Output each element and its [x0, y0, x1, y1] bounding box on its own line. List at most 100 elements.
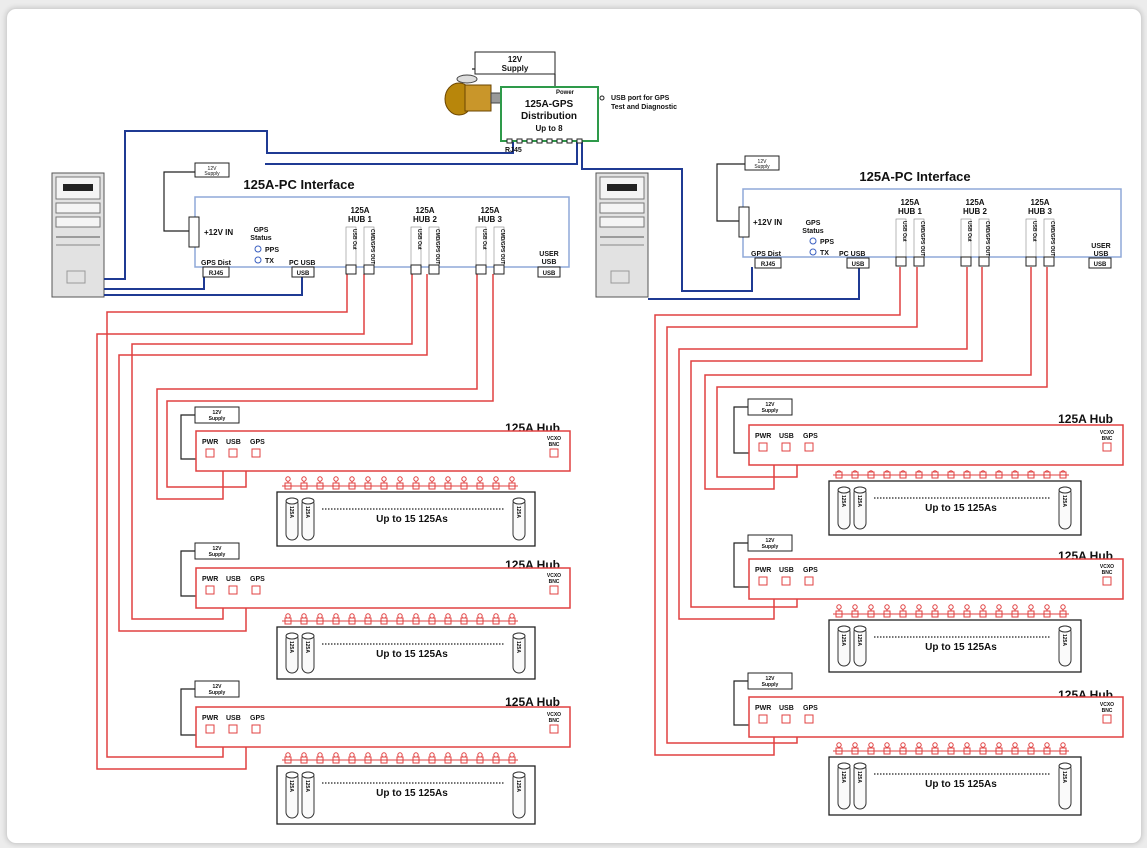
hub-vcxo-port: [549, 724, 559, 734]
hub-output-pin: [980, 604, 986, 610]
diagram-frame: 12V Supply Power 125A-GPS Distribution U…: [6, 8, 1142, 844]
cylinder-label: 125A: [840, 634, 846, 646]
hub-output-pin: [1044, 604, 1050, 610]
right-if-pc-usb: PC USB: [839, 251, 865, 258]
right-if-user-usb-1: USER: [1091, 243, 1110, 250]
iface-port-connector: [978, 256, 990, 267]
hub-vcxo-label: BNC: [1102, 708, 1113, 714]
iface-port-label: USB Out: [966, 221, 972, 242]
hub-port: [251, 448, 261, 458]
cylinder-125a: [285, 771, 299, 819]
pc-interface-left: 12V Supply 125A-PC Interface +12V IN GPS…: [188, 162, 570, 278]
gps-supply-label-1: 12V: [508, 55, 523, 64]
hub-output-pin: [884, 604, 890, 610]
hub-pwr-label: PWR: [202, 576, 218, 583]
gps-dist-title-1: 125A-GPS: [525, 99, 574, 110]
right-if-supply-1: 12V: [758, 159, 768, 165]
hub-gps-label: GPS: [803, 567, 818, 574]
hub-output-pin: [461, 476, 467, 482]
hub-pwr-label: PWR: [755, 567, 771, 574]
hub-cable: [690, 267, 983, 608]
cylinder-top: [512, 632, 526, 640]
cylinder-label: 125A: [840, 771, 846, 783]
iface-port-label: CMD/GPS OUT: [919, 221, 925, 256]
left-if-supply-1: 12V: [208, 166, 218, 172]
hub-output-pin: [1044, 742, 1050, 748]
hub-port: [251, 585, 261, 595]
iface-hub-label: HUB 1: [348, 215, 373, 224]
hub-vcxo-label: BNC: [549, 718, 560, 724]
iface-port-connector: [895, 256, 907, 267]
right-if-tx: TX: [820, 250, 829, 257]
iface-port-label: CMD/GPS OUT: [369, 229, 375, 264]
gps-dist-subtitle: Up to 8: [535, 124, 563, 133]
cylinder-label: 125A: [515, 641, 521, 653]
hub-supply-label: Supply: [762, 544, 779, 550]
hub-output-pin: [836, 742, 842, 748]
cylinder-label: 125A: [288, 780, 294, 792]
hub-output-pin: [493, 476, 499, 482]
hub-cable: [118, 274, 428, 632]
hub-vcxo-port: [1102, 714, 1112, 724]
hub-port: [228, 724, 238, 734]
hub-vcxo-label: BNC: [549, 579, 560, 585]
iface-port-label: CMD/GPS OUT: [1049, 221, 1055, 256]
hub-vcxo-label: VCXO: [547, 573, 561, 579]
cylinder-125a: [301, 771, 315, 819]
cylinder-label: 125A: [1061, 771, 1067, 783]
hub-port: [228, 448, 238, 458]
hub-output-pin: [868, 742, 874, 748]
hub-output-pin: [1028, 742, 1034, 748]
right-if-user-usb-2: USB: [1094, 251, 1109, 258]
hub-cable: [666, 267, 918, 744]
hub-port: [228, 585, 238, 595]
hub-cable: [678, 267, 968, 620]
gps-distribution-box: [500, 86, 599, 142]
gps-usb-note-2: Test and Diagnostic: [611, 104, 677, 111]
hub-gps-label: GPS: [250, 576, 265, 583]
hub-vcxo-label: VCXO: [1100, 430, 1114, 436]
hub-output-pin: [916, 742, 922, 748]
hub-vcxo-port: [549, 448, 559, 458]
cylinder-top: [301, 497, 315, 505]
iface-port-connector: [363, 264, 375, 275]
hub-usb-label: USB: [779, 433, 794, 440]
iface-hub-label: HUB 3: [478, 215, 503, 224]
computer-left: [51, 172, 105, 298]
iface-port-label: USB Out: [416, 229, 422, 250]
left-if-pps: PPS: [265, 247, 279, 254]
cylinder-top: [837, 625, 851, 633]
tray-box: [276, 626, 536, 680]
iface-port-connector: [410, 264, 422, 275]
hub-cable: [106, 274, 348, 758]
iface-hub-label: HUB 3: [1028, 207, 1053, 216]
hub-output-pin: [996, 604, 1002, 610]
left-if-usb: USB: [297, 271, 310, 277]
iface-port-connector: [475, 264, 487, 275]
right-if-rj45: RJ45: [761, 262, 776, 268]
hub-port: [804, 714, 814, 724]
tray-label: Up to 15 125As: [376, 788, 448, 799]
iface-port-label: USB Out: [901, 221, 907, 242]
left-interface-title: 125A-PC Interface: [243, 177, 354, 192]
cylinder-label: 125A: [515, 506, 521, 518]
hub-output-pin: [333, 476, 339, 482]
hub-output-pin: [477, 476, 483, 482]
hub-output-pin: [884, 742, 890, 748]
hub-vcxo-label: VCXO: [1100, 702, 1114, 708]
hub-output-pin: [301, 476, 307, 482]
hub-supply-label: 12V: [766, 676, 776, 682]
gps-rj45-label: RJ45: [505, 147, 522, 154]
hub-output-pin: [996, 742, 1002, 748]
right-if-pps: PPS: [820, 239, 834, 246]
tray-box: [828, 619, 1082, 673]
hub-output-pin: [445, 476, 451, 482]
hub-output-pin: [1012, 742, 1018, 748]
right-interface-title: 125A-PC Interface: [859, 169, 970, 184]
right-if-supply-2: Supply: [754, 164, 770, 170]
cylinder-top: [853, 762, 867, 770]
right-if-in-label: +12V IN: [753, 218, 782, 227]
tray-label: Up to 15 125As: [925, 779, 997, 790]
